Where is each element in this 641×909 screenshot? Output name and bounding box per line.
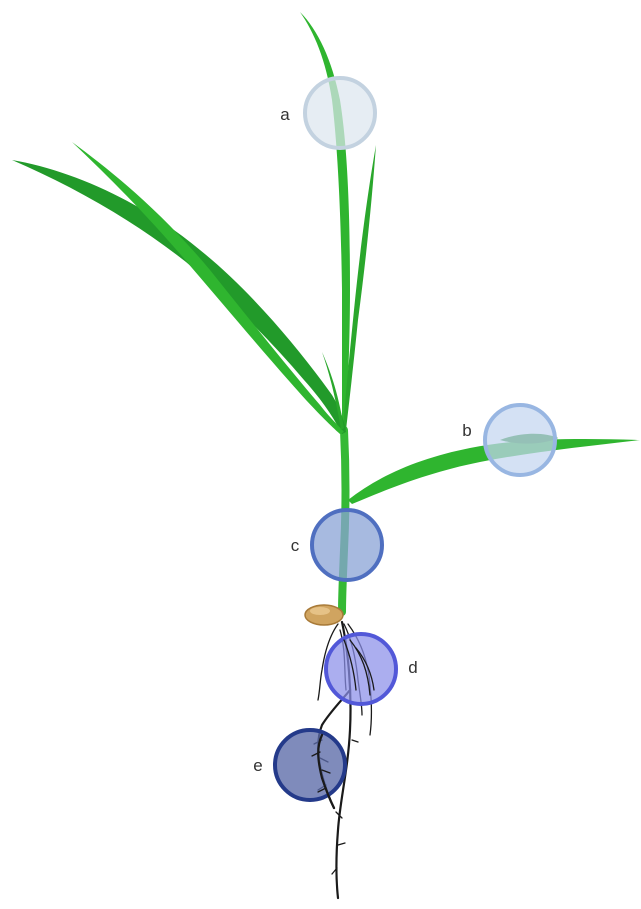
marker-d-circle [326,634,396,704]
marker-b-label: b [462,421,471,440]
seed-highlight [310,607,330,615]
marker-a-circle [305,78,375,148]
marker-c-circle [312,510,382,580]
marker-a-label: a [280,105,290,124]
marker-e-circle [275,730,345,800]
marker-e-label: e [253,756,262,775]
root-hair [352,740,358,742]
markers: a b c d e [253,78,555,800]
leaf-left-upper [72,142,344,434]
marker-b-circle [485,405,555,475]
marker-d-label: d [408,658,417,677]
root-hair [338,843,345,845]
leaf-left-long [12,160,346,434]
marker-c-label: c [291,536,300,555]
